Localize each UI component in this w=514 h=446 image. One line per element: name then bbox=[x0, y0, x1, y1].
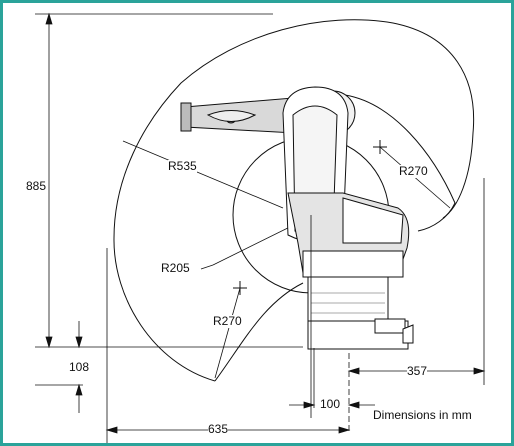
robot-turret bbox=[302, 250, 404, 278]
height-885-label: 885 bbox=[26, 179, 47, 193]
reach-635-label: 635 bbox=[208, 422, 229, 436]
radius-r270-lower-label: R270 bbox=[213, 314, 242, 328]
upper-r270-arc bbox=[344, 94, 456, 232]
radius-r535-label: R535 bbox=[168, 159, 197, 173]
lower-r270-arc bbox=[214, 282, 304, 382]
dimensions-caption: Dimensions in mm bbox=[373, 408, 472, 422]
offset-100-label: 100 bbox=[320, 397, 341, 411]
outer-envelope-arc bbox=[113, 19, 475, 382]
radius-r270-upper-label: R270 bbox=[399, 164, 428, 178]
radius-r205-label: R205 bbox=[161, 261, 190, 275]
base-height-108-label: 108 bbox=[69, 360, 90, 374]
robot-arm bbox=[180, 86, 414, 350]
workspace-drawing bbox=[35, 12, 486, 443]
reach-357-label: 357 bbox=[407, 364, 428, 378]
